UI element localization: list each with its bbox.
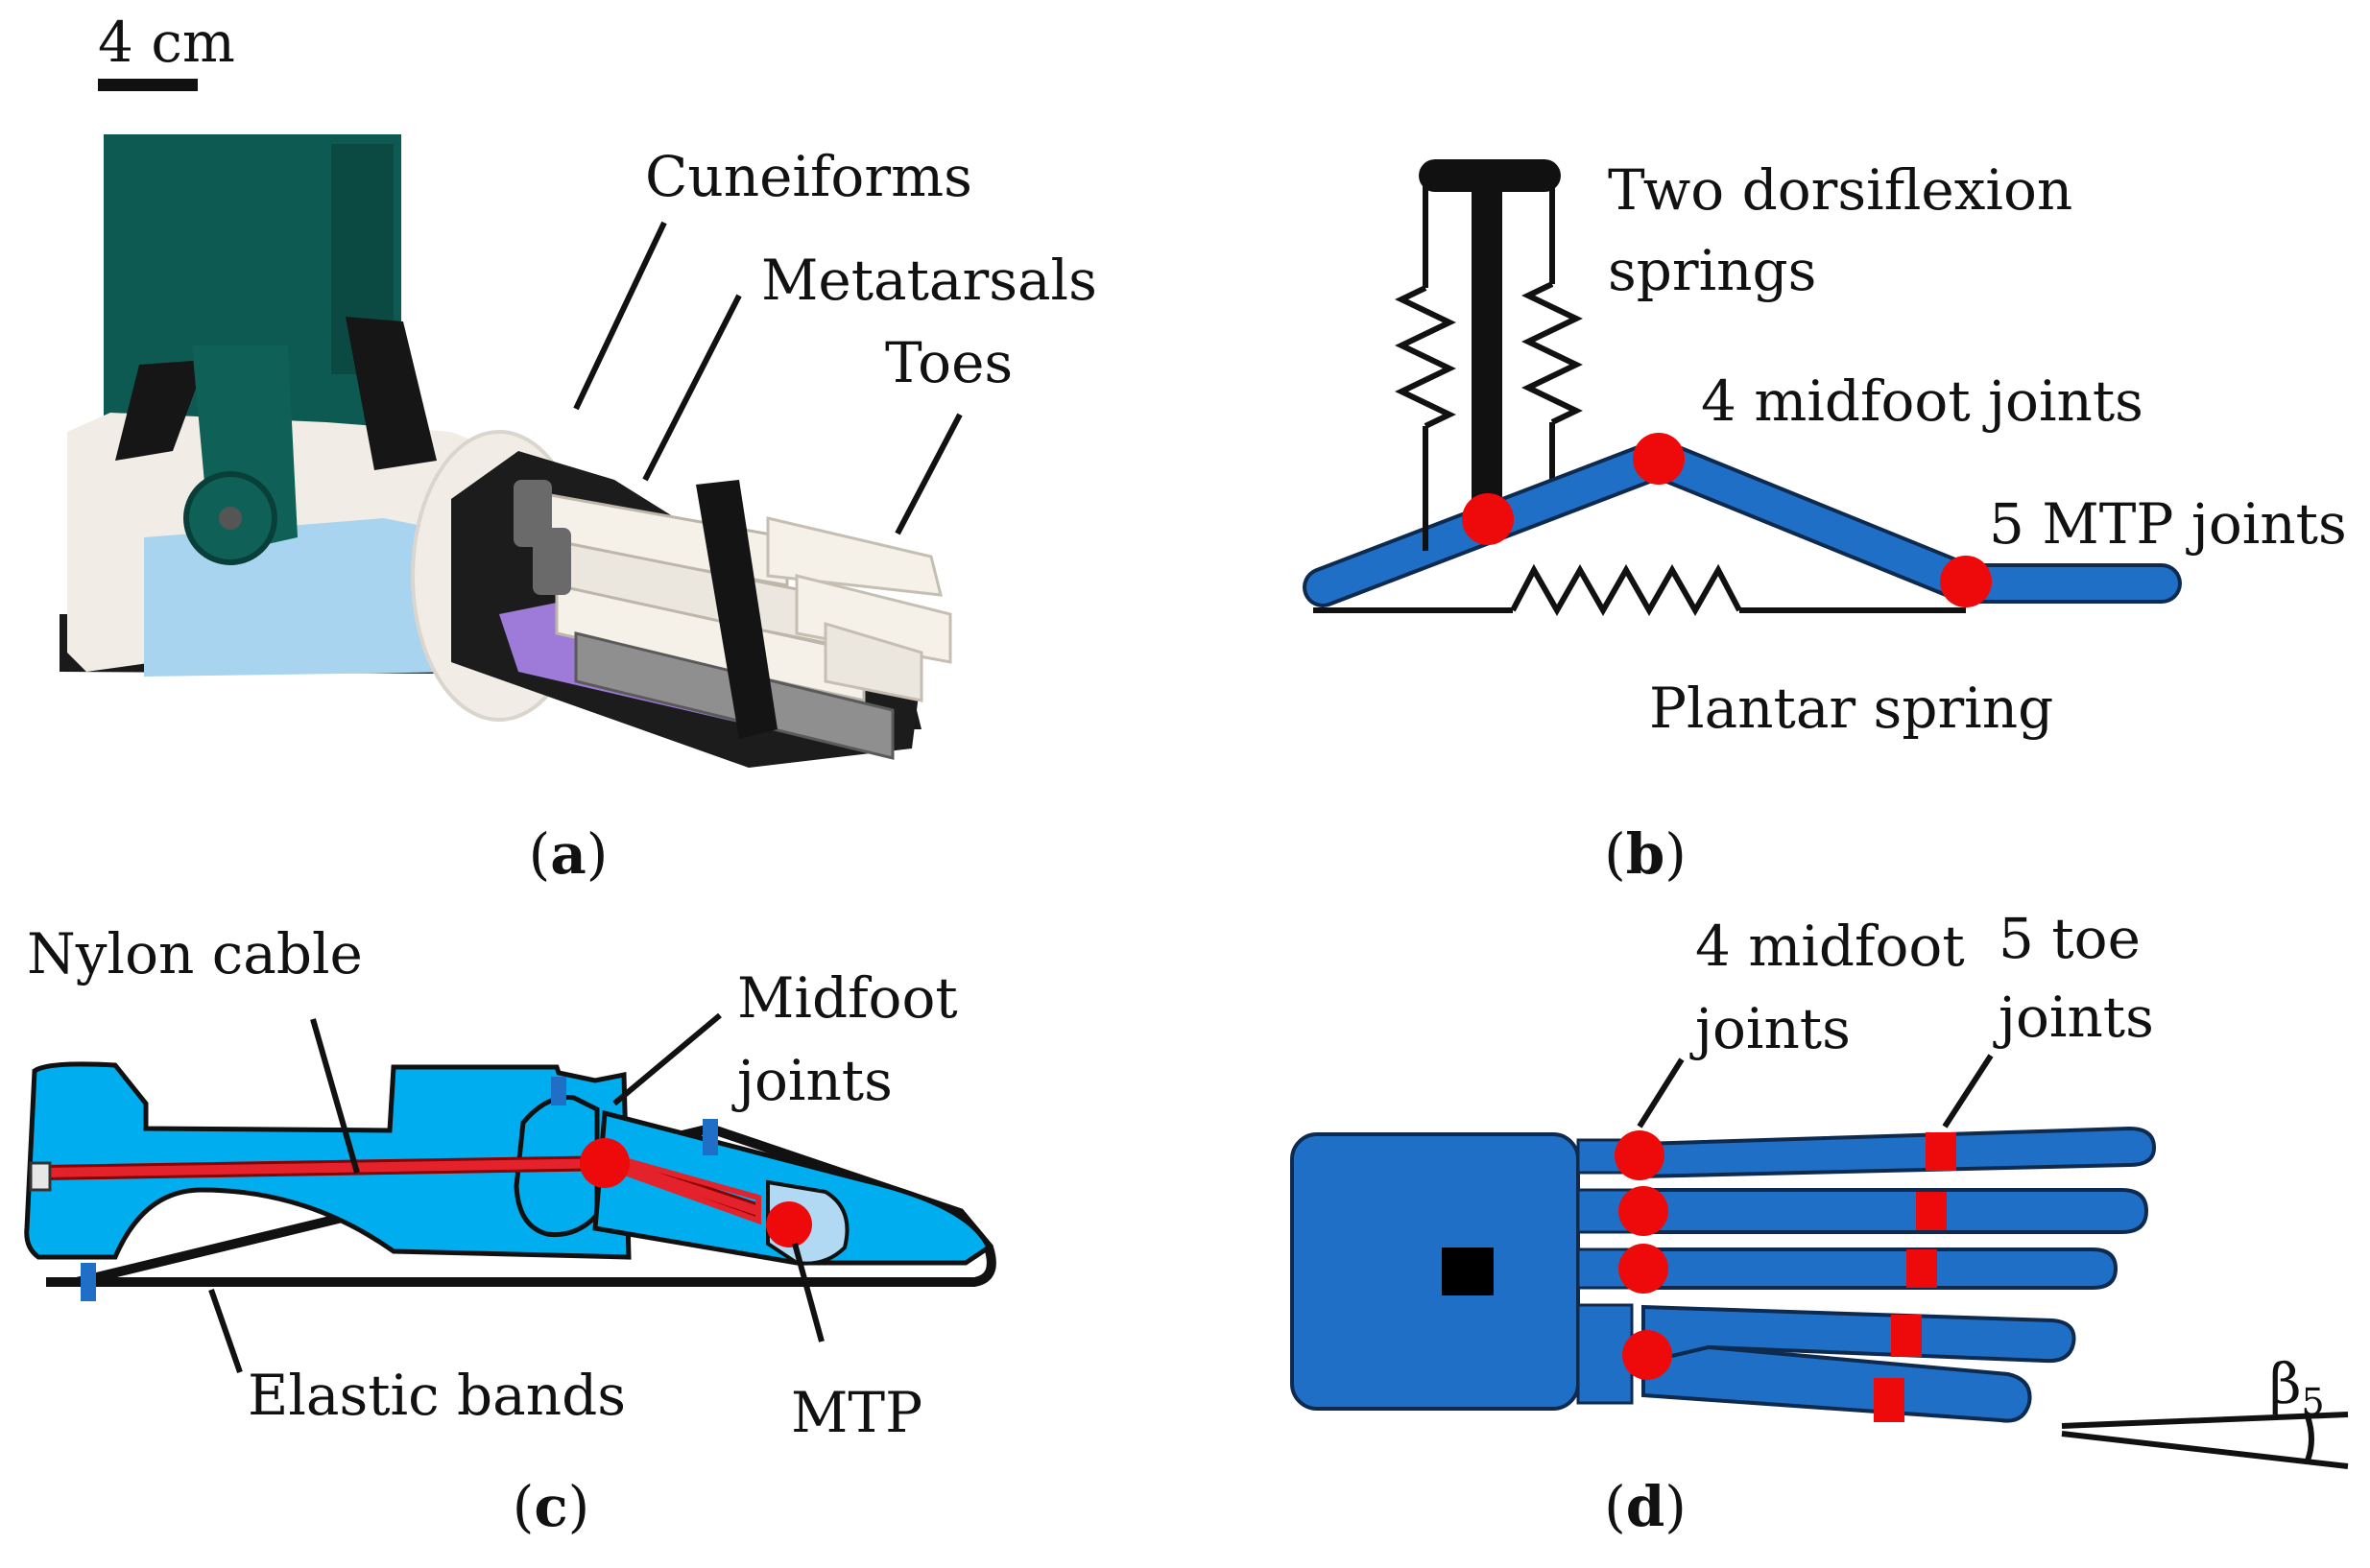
label-mtp-c: MTP [791,1380,922,1445]
panel-c: Nylon cable Midfoot joints Elastic bands… [24,921,996,1539]
caption-c: (c) [513,1474,590,1539]
ankle-joint-dot [1462,493,1514,545]
label-toe-d-2: joints [1993,985,2154,1050]
ray-3 [1641,1247,2119,1290]
spring-left [1395,285,1456,429]
strap-right [346,317,437,470]
hindfoot-block [1290,1132,1580,1411]
ray-4 [1641,1304,2076,1393]
band-clip-mid [551,1077,566,1105]
panel-b: Two dorsiflexion springs 4 midfoot joint… [1303,157,2347,887]
toe-joint-2 [1916,1192,1947,1230]
ray-5 [1641,1344,2032,1423]
caption-d: (d) [1604,1474,1687,1539]
label-midfoot-d-1: 4 midfoot [1695,914,1965,979]
label-nylon: Nylon cable [27,921,363,986]
scale-bar [98,79,198,91]
toe-pieces [766,516,952,702]
midfoot-segment [1642,442,1982,600]
band-clip-heel [81,1263,96,1301]
cable-anchor [29,1161,52,1192]
label-midfoot-c-2: joints [731,1048,893,1113]
ray-1 [1640,1126,2157,1179]
label-midfoot-b: 4 midfoot joints [1701,368,2143,434]
mtp-joint-dot [1940,556,1992,607]
midfoot-joint-dot [1633,433,1685,485]
leader-metatarsals [642,294,742,482]
leader-toe-d [1942,1054,1994,1128]
toe-joint-4 [1891,1315,1922,1357]
leader-nylon [310,1018,360,1174]
ray-2 [1641,1188,2149,1234]
label-cuneiforms: Cuneiforms [645,144,972,209]
label-metatarsals: Metatarsals [761,248,1097,313]
label-dorsiflexion-1: Two dorsiflexion [1608,157,2072,223]
midfoot-joint-4 [1622,1330,1672,1380]
leader-mtp-c [792,1243,825,1342]
toe-joint-5 [1874,1378,1904,1422]
toe-joint-3 [1906,1249,1937,1288]
panel-d: β5 4 midfoot joints 5 toe joints (d) [1290,906,2349,1539]
strap-left [115,360,206,461]
leader-midfoot-d [1637,1057,1685,1128]
caption-b: (b) [1604,821,1687,887]
dorsiflexion-assembly [1395,159,1583,547]
label-midfoot-d-2: joints [1689,996,1851,1061]
toe-strap [696,480,778,739]
toe-joint-1 [1926,1132,1956,1171]
band-clip-forefoot [703,1119,718,1155]
label-mtp-b: 5 MTP joints [1989,491,2347,557]
midfoot-joint-3 [1618,1244,1668,1294]
leader-elastic [208,1289,243,1373]
midfoot-joint-dot-c [580,1138,630,1188]
spring-right [1521,281,1583,425]
midfoot-joint-2 [1618,1186,1668,1236]
label-midfoot-c-1: Midfoot [737,965,958,1031]
panel-a: 4 cm [60,10,1097,887]
angle-toe-line [2061,1431,2349,1469]
leader-cuneiforms [573,221,667,411]
label-toe-d-1: 5 toe [1999,906,2141,971]
scale-bar-label: 4 cm [98,10,235,75]
label-dorsiflexion-2: springs [1608,238,1816,303]
label-beta: β5 [2269,1351,2325,1423]
leader-toes [895,413,963,535]
mtp-joint-dot-c [766,1201,812,1247]
angle-ref-line [2061,1412,2349,1429]
caption-a: (a) [529,821,609,887]
label-plantar: Plantar spring [1649,676,2053,741]
midfoot-joint-1 [1615,1130,1664,1180]
cap-2 [533,528,571,595]
leader-midfoot-c [612,1012,722,1106]
angle-arc [2305,1415,2314,1462]
prosthetic-foot-photo [60,134,952,768]
heel-marker [1442,1247,1494,1295]
nylon-cable-loop [612,1154,761,1225]
label-toes: Toes [885,330,1013,395]
foot-top-view [1290,1126,2157,1423]
central-post [1472,163,1502,518]
label-elastic: Elastic bands [248,1363,626,1428]
pivot-bolt [219,507,242,530]
plantar-spring [1510,563,1742,617]
